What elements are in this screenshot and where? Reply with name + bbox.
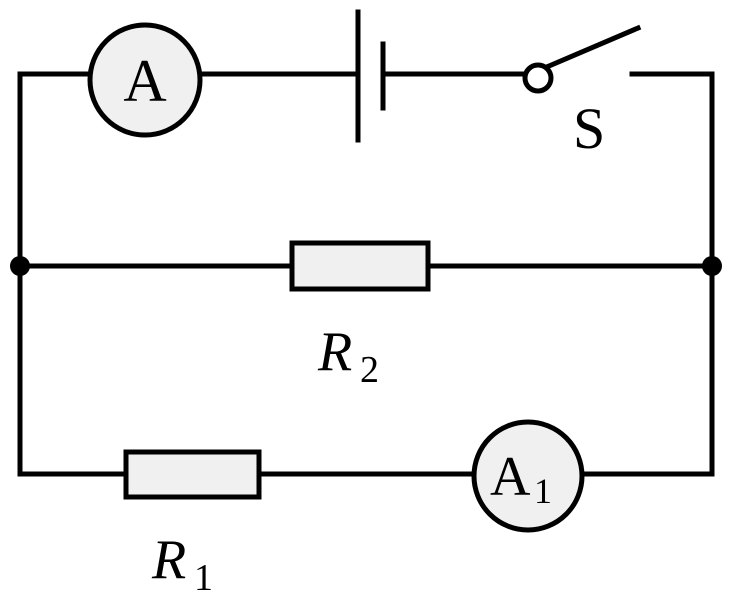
- main-ammeter-circle: [87, 22, 203, 138]
- resistor-r1-symbol: R: [151, 529, 186, 591]
- main-ammeter-label: A: [123, 48, 166, 114]
- branch-ammeter-circle: [471, 419, 585, 533]
- branch-ammeter: A 1: [471, 419, 585, 533]
- left-junction-dot: [10, 256, 30, 276]
- resistor-r2: [289, 240, 431, 292]
- switch: S: [522, 24, 642, 161]
- resistor-r2-label: R 2: [317, 321, 379, 391]
- resistor-r2-symbol: R: [317, 321, 352, 383]
- right-junction-dot: [702, 256, 722, 276]
- resistor-r1-subscript: 1: [194, 557, 213, 599]
- switch-label: S: [573, 96, 605, 161]
- branch-ammeter-symbol: A: [490, 446, 531, 508]
- resistor-r1-label: R 1: [151, 529, 213, 599]
- resistor-r2-subscript: 2: [360, 349, 379, 391]
- switch-lever: [545, 24, 642, 70]
- resistor-r1: [123, 449, 262, 500]
- battery: [355, 9, 386, 143]
- main-ammeter: A: [87, 22, 203, 138]
- switch-pivot: [522, 62, 554, 94]
- branch-ammeter-subscript: 1: [534, 471, 552, 511]
